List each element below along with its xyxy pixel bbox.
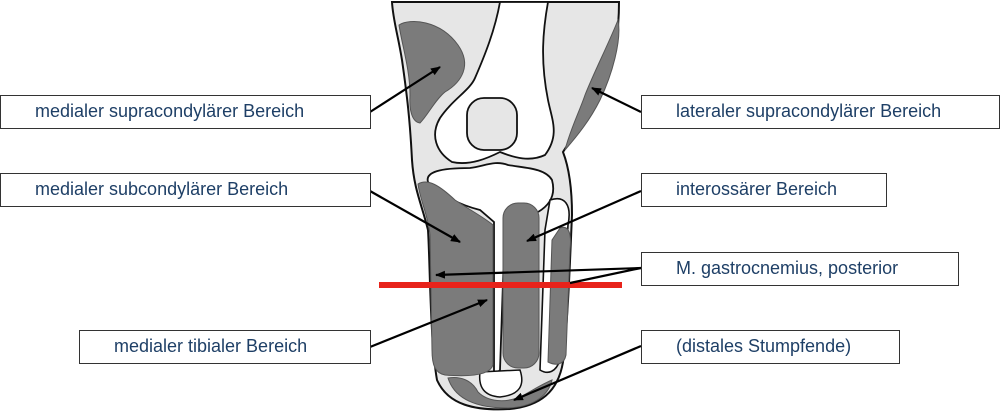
region-lateral-gastrocnemius <box>547 226 571 365</box>
arrow-medial-subcondylar <box>369 190 461 243</box>
region-distal-end <box>447 377 553 409</box>
label-medial-supracondylar: medialer supracondylärer Bereich <box>0 95 371 129</box>
arrow-medial-supracondylar <box>369 66 441 113</box>
label-medial-tibial: medialer tibialer Bereich <box>79 330 371 364</box>
label-medial-subcondylar: medialer subcondylärer Bereich <box>0 173 371 207</box>
region-lateral-supracondylar <box>564 18 620 151</box>
label-distal-end: (distales Stumpfende) <box>641 330 900 364</box>
patella-bone <box>466 97 518 151</box>
arrow-medial-tibial <box>369 298 488 349</box>
distal-bone-end <box>478 369 523 398</box>
arrow-lateral-supracondylar <box>591 87 642 113</box>
arrow-interosseous <box>526 189 642 243</box>
arrow-gastrocnemius-lateral <box>569 266 642 285</box>
label-lateral-supracondylar: lateraler supracondylärer Bereich <box>641 95 1000 129</box>
arrow-distal-end <box>513 344 642 402</box>
label-interosseous: interossärer Bereich <box>641 173 887 207</box>
region-medial-subcondylar-tibial <box>417 181 494 377</box>
arrow-gastrocnemius-medial <box>435 266 642 279</box>
femur-bone <box>434 1 555 164</box>
label-gastrocnemius: M. gastrocnemius, posterior <box>641 252 959 286</box>
